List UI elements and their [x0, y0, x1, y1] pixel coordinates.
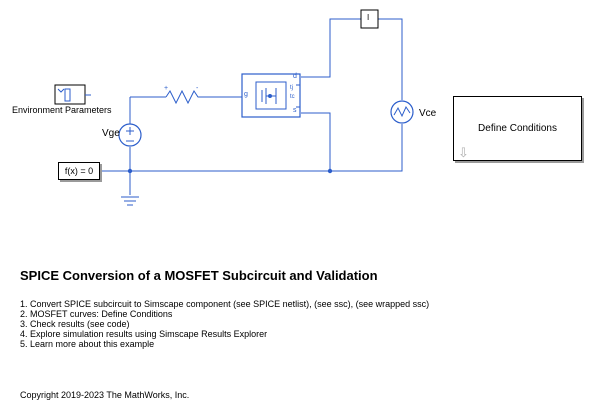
mosfet-drain-port: d: [293, 73, 297, 80]
mosfet-source-port: s: [293, 107, 297, 114]
vce-source[interactable]: [390, 100, 414, 124]
step-1-link[interactable]: 1. Convert SPICE subcircuit to Simscape …: [20, 299, 430, 309]
gate-resistor[interactable]: [165, 89, 202, 105]
solver-configuration-block[interactable]: f(x) = 0: [58, 162, 100, 180]
vge-source[interactable]: [118, 123, 142, 147]
define-conditions-label: Define Conditions: [478, 123, 557, 134]
solver-configuration-label: f(x) = 0: [64, 166, 94, 176]
define-conditions-block[interactable]: Define Conditions ⇩: [453, 96, 582, 161]
mosfet-tj-port: tj: [290, 85, 293, 91]
ground-icon: [121, 196, 139, 206]
current-sensor-block[interactable]: [360, 9, 379, 29]
page-title: SPICE Conversion of a MOSFET Subcircuit …: [20, 268, 378, 283]
mosfet-gate-port: g: [244, 91, 248, 98]
down-arrow-icon: ⇩: [458, 145, 469, 160]
step-3-link[interactable]: 3. Check results (see code): [20, 319, 130, 329]
environment-parameters-label: Environment Parameters: [12, 105, 112, 115]
mosfet-tc-port: tc: [290, 94, 295, 100]
vge-label: Vge: [102, 128, 120, 139]
environment-parameters-block[interactable]: [54, 84, 91, 105]
resistor-plus-label: +: [164, 85, 169, 92]
steps-list: 1. Convert SPICE subcircuit to Simscape …: [20, 299, 429, 349]
step-2-link[interactable]: 2. MOSFET curves: Define Conditions: [20, 309, 173, 319]
mosfet-block[interactable]: [241, 73, 301, 118]
copyright-text: Copyright 2019-2023 The MathWorks, Inc.: [20, 390, 190, 400]
junction-dot-right: [327, 168, 333, 174]
step-5-link[interactable]: 5. Learn more about this example: [20, 339, 155, 349]
resistor-minus-label: -: [196, 85, 199, 92]
step-4-link[interactable]: 4. Explore simulation results using Sims…: [20, 329, 268, 339]
junction-dot-left: [127, 168, 133, 174]
vce-label: Vce: [419, 108, 437, 119]
current-sensor-label: I: [367, 13, 370, 22]
